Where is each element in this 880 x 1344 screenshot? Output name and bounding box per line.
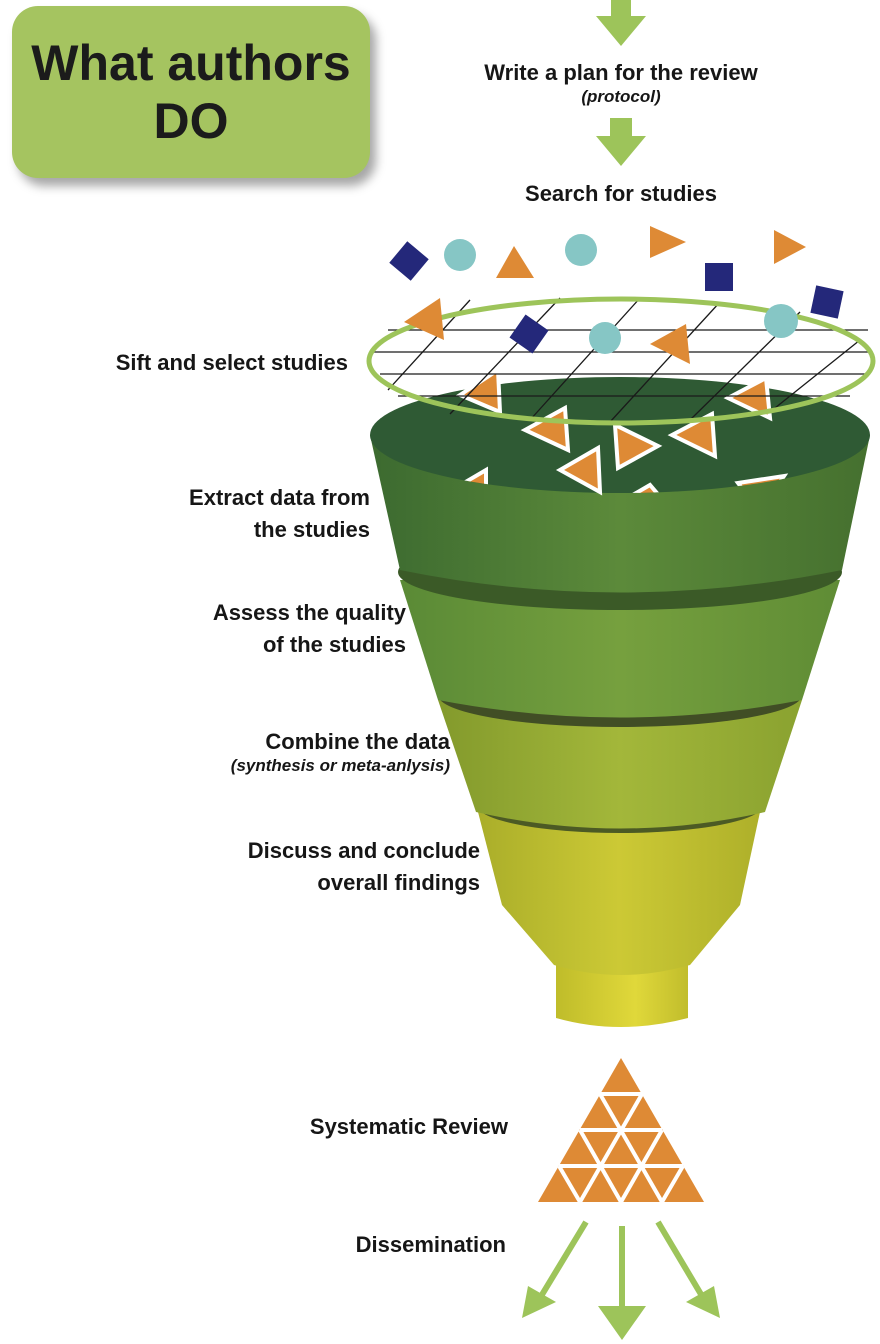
dissemination-arrows (522, 1222, 720, 1340)
step-dissemination: Dissemination (300, 1230, 506, 1260)
step-search: Search for studies (480, 179, 762, 209)
study-square-2 (705, 263, 733, 291)
study-square-1 (389, 241, 428, 280)
step-combine-label: Combine the data (160, 727, 450, 757)
title-line-2: DO (154, 92, 229, 150)
study-square-3 (810, 285, 843, 318)
step-combine: Combine the data (synthesis or meta-anly… (160, 727, 450, 778)
step-sift: Sift and select studies (60, 348, 348, 378)
step-sift-label: Sift and select studies (116, 350, 348, 375)
title-box: What authors DO (12, 6, 370, 178)
step-assess: Assess the quality of the studies (130, 597, 406, 661)
study-circle-2 (565, 234, 597, 266)
step-plan-label: Write a plan for the review (484, 60, 757, 85)
step-dissemination-label: Dissemination (356, 1232, 506, 1257)
study-triangle-2 (650, 226, 686, 258)
title-line-1: What authors (31, 34, 350, 92)
arrow-plan-to-search (596, 118, 646, 166)
step-extract: Extract data from the studies (100, 482, 370, 546)
study-triangle-3 (774, 230, 806, 264)
step-plan: Write a plan for the review (protocol) (440, 58, 802, 109)
step-combine-sub: (synthesis or meta-anlysis) (160, 755, 450, 778)
step-extract-line-2: the studies (100, 514, 370, 546)
step-plan-sub: (protocol) (440, 86, 802, 109)
step-search-label: Search for studies (525, 181, 717, 206)
study-triangle-1 (496, 246, 534, 278)
incoming-studies (389, 226, 843, 319)
funnel (370, 377, 870, 1027)
step-extract-line-1: Extract data from (100, 482, 370, 514)
step-assess-line-2: of the studies (130, 629, 406, 661)
step-review: Systematic Review (240, 1112, 508, 1142)
systematic-review-pyramid (538, 1058, 704, 1202)
step-assess-line-1: Assess the quality (130, 597, 406, 629)
arrow-top (596, 0, 646, 46)
step-discuss-line-1: Discuss and conclude (180, 835, 480, 867)
step-discuss-line-2: overall findings (180, 867, 480, 899)
study-circle-1 (444, 239, 476, 271)
step-review-label: Systematic Review (310, 1114, 508, 1139)
step-discuss: Discuss and conclude overall findings (180, 835, 480, 899)
